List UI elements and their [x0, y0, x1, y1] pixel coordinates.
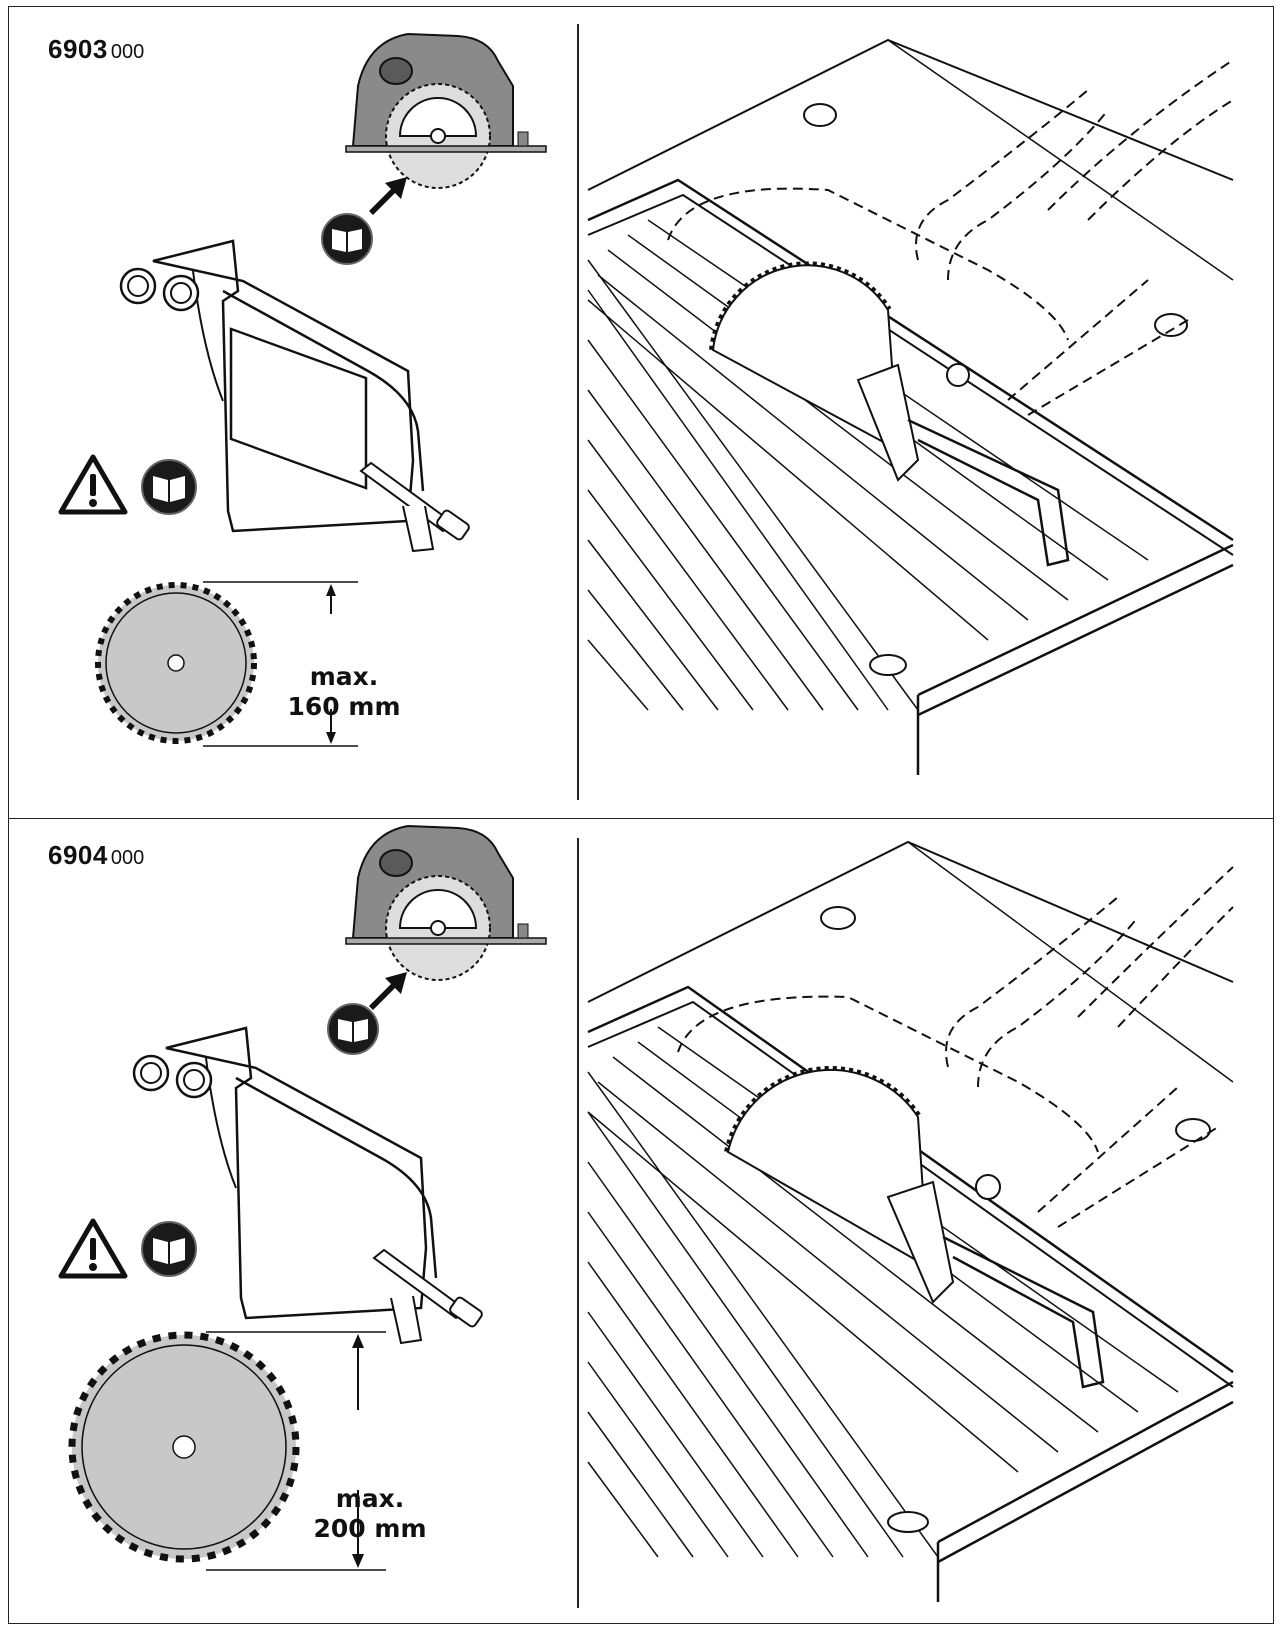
read-manual-icon: i	[321, 213, 373, 265]
saw-blade-diagram	[95, 581, 358, 747]
warning-triangle-icon	[58, 1218, 128, 1279]
model-number-main: 6903	[48, 34, 108, 64]
riving-knife-bracket	[119, 239, 470, 553]
circular-saw-illustration	[345, 824, 547, 981]
model-number-suffix: 000	[110, 41, 145, 63]
read-manual-icon: i	[327, 1003, 379, 1055]
circular-saw-illustration	[345, 32, 547, 189]
svg-text:i: i	[345, 234, 348, 248]
page-frame	[8, 6, 1274, 1624]
svg-text:i: i	[351, 1024, 354, 1038]
table-saw-mounting-illustration	[587, 840, 1234, 1602]
read-manual-icon: i	[141, 459, 197, 515]
warning-triangle-icon	[58, 454, 128, 515]
saw-blade-small	[385, 875, 491, 981]
svg-text:i: i	[167, 1245, 171, 1260]
svg-text:i: i	[167, 483, 171, 498]
model-number-main: 6904	[48, 840, 108, 870]
saw-blade-200	[68, 1331, 300, 1563]
riving-knife-bracket	[132, 1026, 483, 1345]
saw-blade-diagram	[68, 1331, 386, 1571]
saw-blade-160	[95, 582, 257, 744]
max-value: 160 mm	[287, 692, 401, 721]
max-label: max.	[335, 1484, 405, 1513]
max-label: max.	[309, 662, 379, 691]
saw-blade-small	[385, 83, 491, 189]
max-value: 200 mm	[313, 1514, 427, 1543]
column-divider-bottom	[577, 838, 579, 1608]
column-divider-top	[577, 24, 579, 800]
arrow-up-right-icon	[369, 972, 407, 1010]
read-manual-icon: i	[141, 1221, 197, 1277]
model-number-suffix: 000	[110, 847, 145, 869]
max-diameter-label: max. 200 mm	[300, 1484, 440, 1544]
table-saw-mounting-illustration	[587, 38, 1234, 775]
max-diameter-label: max. 160 mm	[274, 662, 414, 722]
arrow-up-right-icon	[369, 177, 407, 215]
panel-divider	[8, 818, 1274, 819]
